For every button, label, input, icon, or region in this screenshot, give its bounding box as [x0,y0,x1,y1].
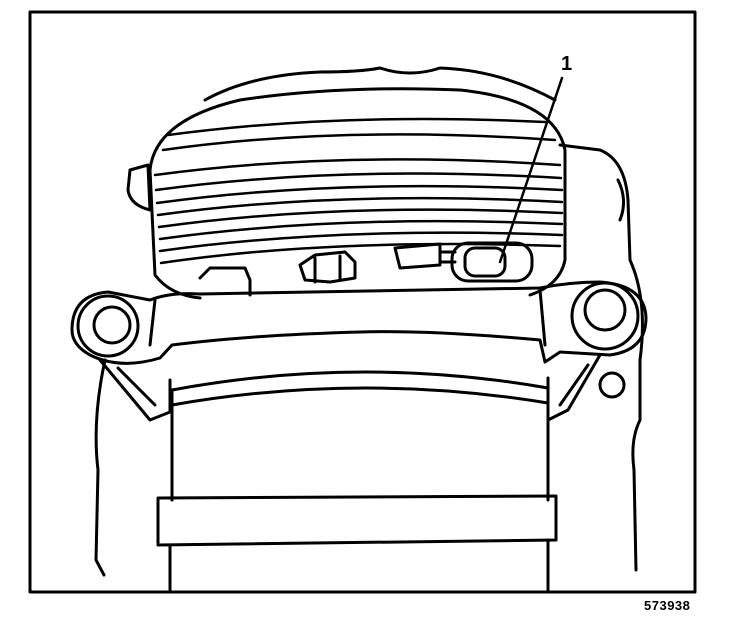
callout-number: 1 [561,53,573,75]
housing-left-outline [94,358,107,577]
right-bolt-hole [583,288,627,332]
clutch-hub-component [198,266,252,297]
compressor-band [156,494,558,547]
connector-bracket [393,242,442,270]
figure-id: 573938 [644,598,691,613]
figure-border [28,10,697,594]
left-bolt-hole [92,305,132,345]
pulley-body [148,87,567,297]
housing-bolt-hole [598,371,626,399]
front-flange [70,280,648,365]
wire-connector-housing [298,250,357,284]
compressor-housing-outline [558,143,644,572]
pulley-top-cap [203,66,557,102]
pulley-grooves [153,117,564,265]
left-ear-outer [76,294,140,358]
compressor-body [170,370,550,502]
callout-leader-line [498,76,564,264]
left-brace [98,358,172,422]
right-ear-outer [570,281,640,351]
